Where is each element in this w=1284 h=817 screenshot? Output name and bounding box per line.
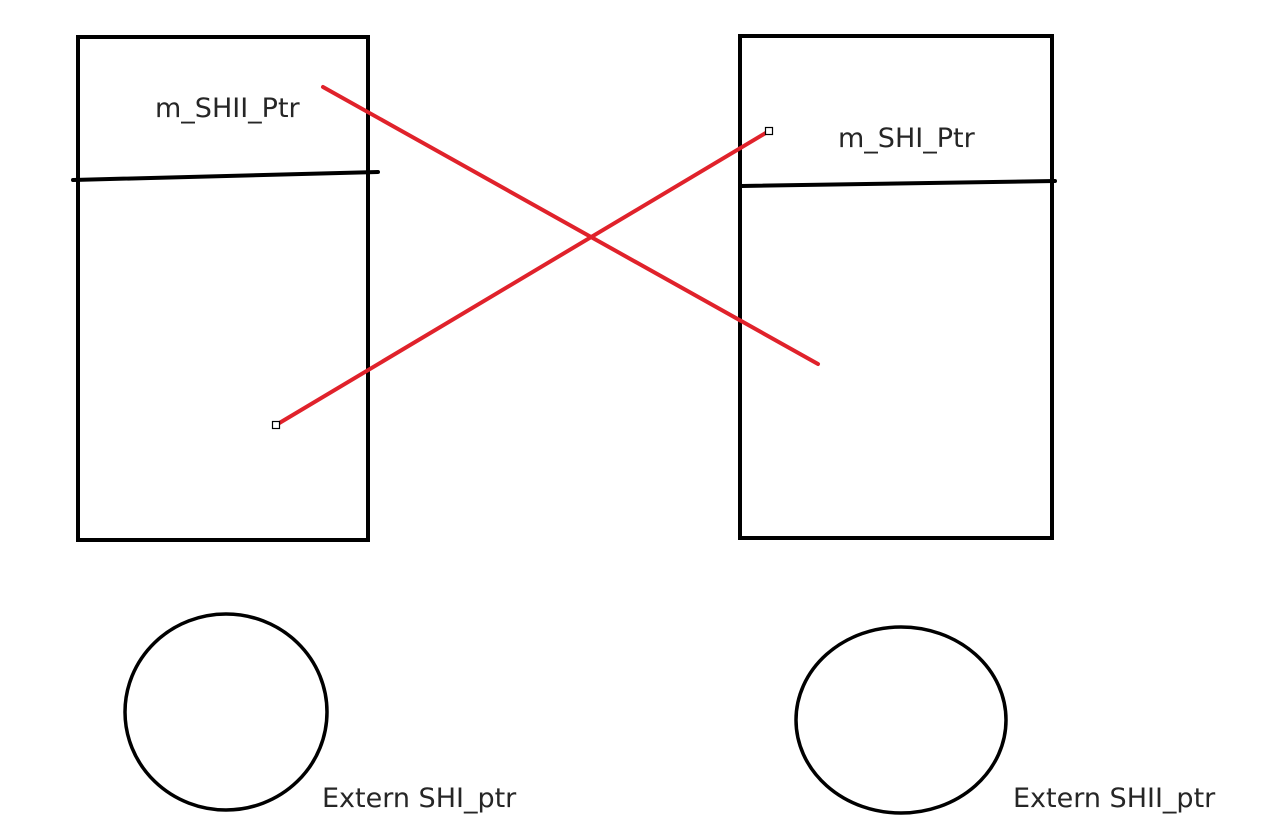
left-box: m_SHII_Ptr xyxy=(71,35,380,542)
right-box-outline xyxy=(738,34,1054,540)
right-circle: Extern SHII_ptr xyxy=(794,625,1216,815)
right-circle-label: Extern SHII_ptr xyxy=(1013,783,1216,814)
connector-right-to-left xyxy=(274,129,771,427)
left-circle-shape xyxy=(123,612,329,812)
left-circle: Extern SHI_ptr xyxy=(123,612,517,814)
connector-left-to-right xyxy=(321,85,820,366)
right-box-label: m_SHI_Ptr xyxy=(838,123,976,154)
left-box-label: m_SHII_Ptr xyxy=(155,93,301,124)
right-circle-shape xyxy=(794,625,1008,815)
connector-handle-end[interactable] xyxy=(764,126,774,136)
connector-handle-start[interactable] xyxy=(271,420,281,430)
left-circle-label: Extern SHI_ptr xyxy=(322,783,517,814)
left-box-divider xyxy=(71,170,380,182)
right-box: m_SHI_Ptr xyxy=(738,34,1057,540)
right-box-divider xyxy=(740,179,1057,188)
left-box-outline xyxy=(76,35,370,542)
